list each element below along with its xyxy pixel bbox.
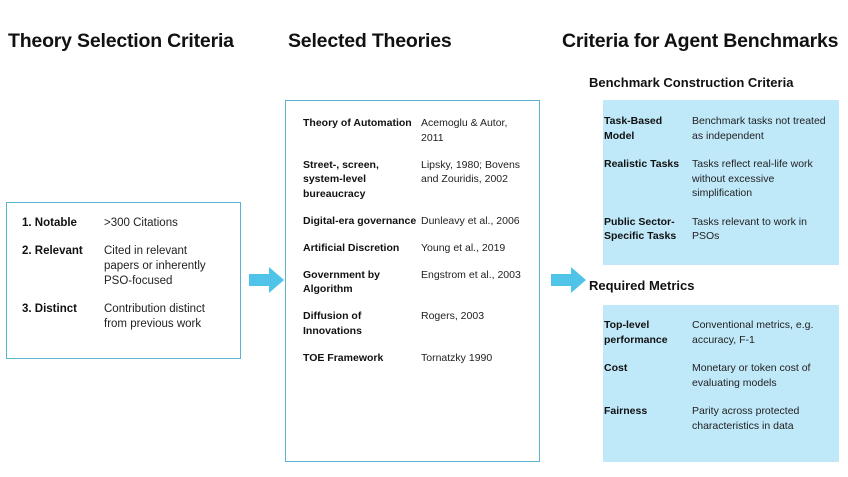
arrow-right-icon [249, 267, 284, 293]
list-item: Fairness Parity across protected charact… [604, 404, 837, 433]
list-item: Realistic Tasks Tasks reflect real-life … [604, 157, 837, 201]
theory-citation: Young et al., 2019 [421, 241, 506, 254]
panel-theory-selection-criteria [6, 202, 241, 359]
criteria-label: 3. Distinct [22, 303, 77, 315]
panel-benchmark-construction-criteria [603, 100, 839, 265]
theory-citation: Engstrom et al., 2003 [421, 268, 521, 281]
arrow-right-icon [551, 267, 586, 293]
subheading-required-metrics: Required Metrics [589, 278, 695, 293]
benchmark-label: Realistic Tasks [604, 158, 680, 170]
list-item: Diffusion of Innovations Rogers, 2003 [303, 309, 528, 338]
list-item: Digital-era governance Dunleavy et al., … [303, 214, 528, 229]
list-item: Theory of Automation Acemoglu & Autor, 2… [303, 116, 528, 145]
column-title-theory-selection-criteria: Theory Selection Criteria [8, 30, 234, 52]
panel-required-metrics [603, 305, 839, 462]
subheading-benchmark-construction-criteria: Benchmark Construction Criteria [589, 75, 794, 90]
list-item: 1. Notable >300 Citations [22, 216, 230, 231]
theory-label: Government by Algorithm [303, 268, 381, 296]
benchmark-label: Public Sector-Specific Tasks [604, 215, 677, 243]
criteria-label: 2. Relevant [22, 245, 83, 257]
metric-label: Top-level performance [604, 319, 668, 346]
theory-citation: Tornatzky 1990 [421, 351, 493, 364]
list-item: Artificial Discretion Young et al., 2019 [303, 241, 528, 256]
theory-citation: Acemoglu & Autor, 2011 [421, 117, 508, 144]
benchmark-value: Tasks reflect real-life work without exc… [692, 158, 813, 199]
benchmark-criteria-list: Task-Based Model Benchmark tasks not tre… [604, 114, 837, 244]
theory-citation: Rogers, 2003 [421, 310, 485, 322]
theory-label: TOE Framework [303, 351, 384, 364]
list-item: TOE Framework Tornatzky 1990 [303, 351, 528, 366]
theory-label: Digital-era governance [303, 214, 417, 227]
required-metrics-list: Top-level performance Conventional metri… [604, 318, 837, 433]
column-title-selected-theories: Selected Theories [288, 30, 452, 52]
theories-list: Theory of Automation Acemoglu & Autor, 2… [303, 116, 528, 365]
metric-label: Cost [604, 362, 628, 374]
criteria-value: Contribution distinct from previous work [104, 303, 205, 330]
criteria-label: 1. Notable [22, 217, 77, 229]
panel-selected-theories [285, 100, 540, 462]
metric-value: Parity across protected characteristics … [692, 405, 800, 432]
theory-citation: Lipsky, 1980; Bovens and Zouridis, 2002 [421, 158, 521, 186]
metric-value: Monetary or token cost of evaluating mod… [692, 362, 811, 389]
theory-citation: Dunleavy et al., 2006 [421, 214, 520, 227]
criteria-value: Cited in relevant papers or inherently P… [104, 245, 206, 287]
metric-label: Fairness [604, 405, 648, 417]
column-title-criteria-for-agent-benchmarks: Criteria for Agent Benchmarks [562, 30, 839, 52]
list-item: Cost Monetary or token cost of evaluatin… [604, 361, 837, 390]
list-item: Task-Based Model Benchmark tasks not tre… [604, 114, 837, 143]
benchmark-value: Benchmark tasks not treated as independe… [692, 115, 826, 142]
benchmark-value: Tasks relevant to work in PSOs [692, 215, 807, 243]
list-item: Government by Algorithm Engstrom et al.,… [303, 268, 528, 297]
theory-label: Street-, screen, system-level bureaucrac… [303, 158, 379, 200]
theory-label: Diffusion of Innovations [303, 310, 362, 337]
list-item: 3. Distinct Contribution distinct from p… [22, 302, 230, 332]
list-item: Public Sector-Specific Tasks Tasks relev… [604, 215, 837, 244]
benchmark-label: Task-Based Model [604, 115, 663, 142]
list-item: Top-level performance Conventional metri… [604, 318, 837, 347]
list-item: 2. Relevant Cited in relevant papers or … [22, 244, 230, 289]
list-item: Street-, screen, system-level bureaucrac… [303, 158, 528, 202]
theory-label: Artificial Discretion [303, 241, 400, 254]
criteria-list: 1. Notable >300 Citations 2. Relevant Ci… [22, 216, 230, 332]
metric-value: Conventional metrics, e.g. accuracy, F-1 [692, 319, 814, 346]
theory-label: Theory of Automation [303, 117, 412, 129]
criteria-value: >300 Citations [104, 217, 178, 229]
